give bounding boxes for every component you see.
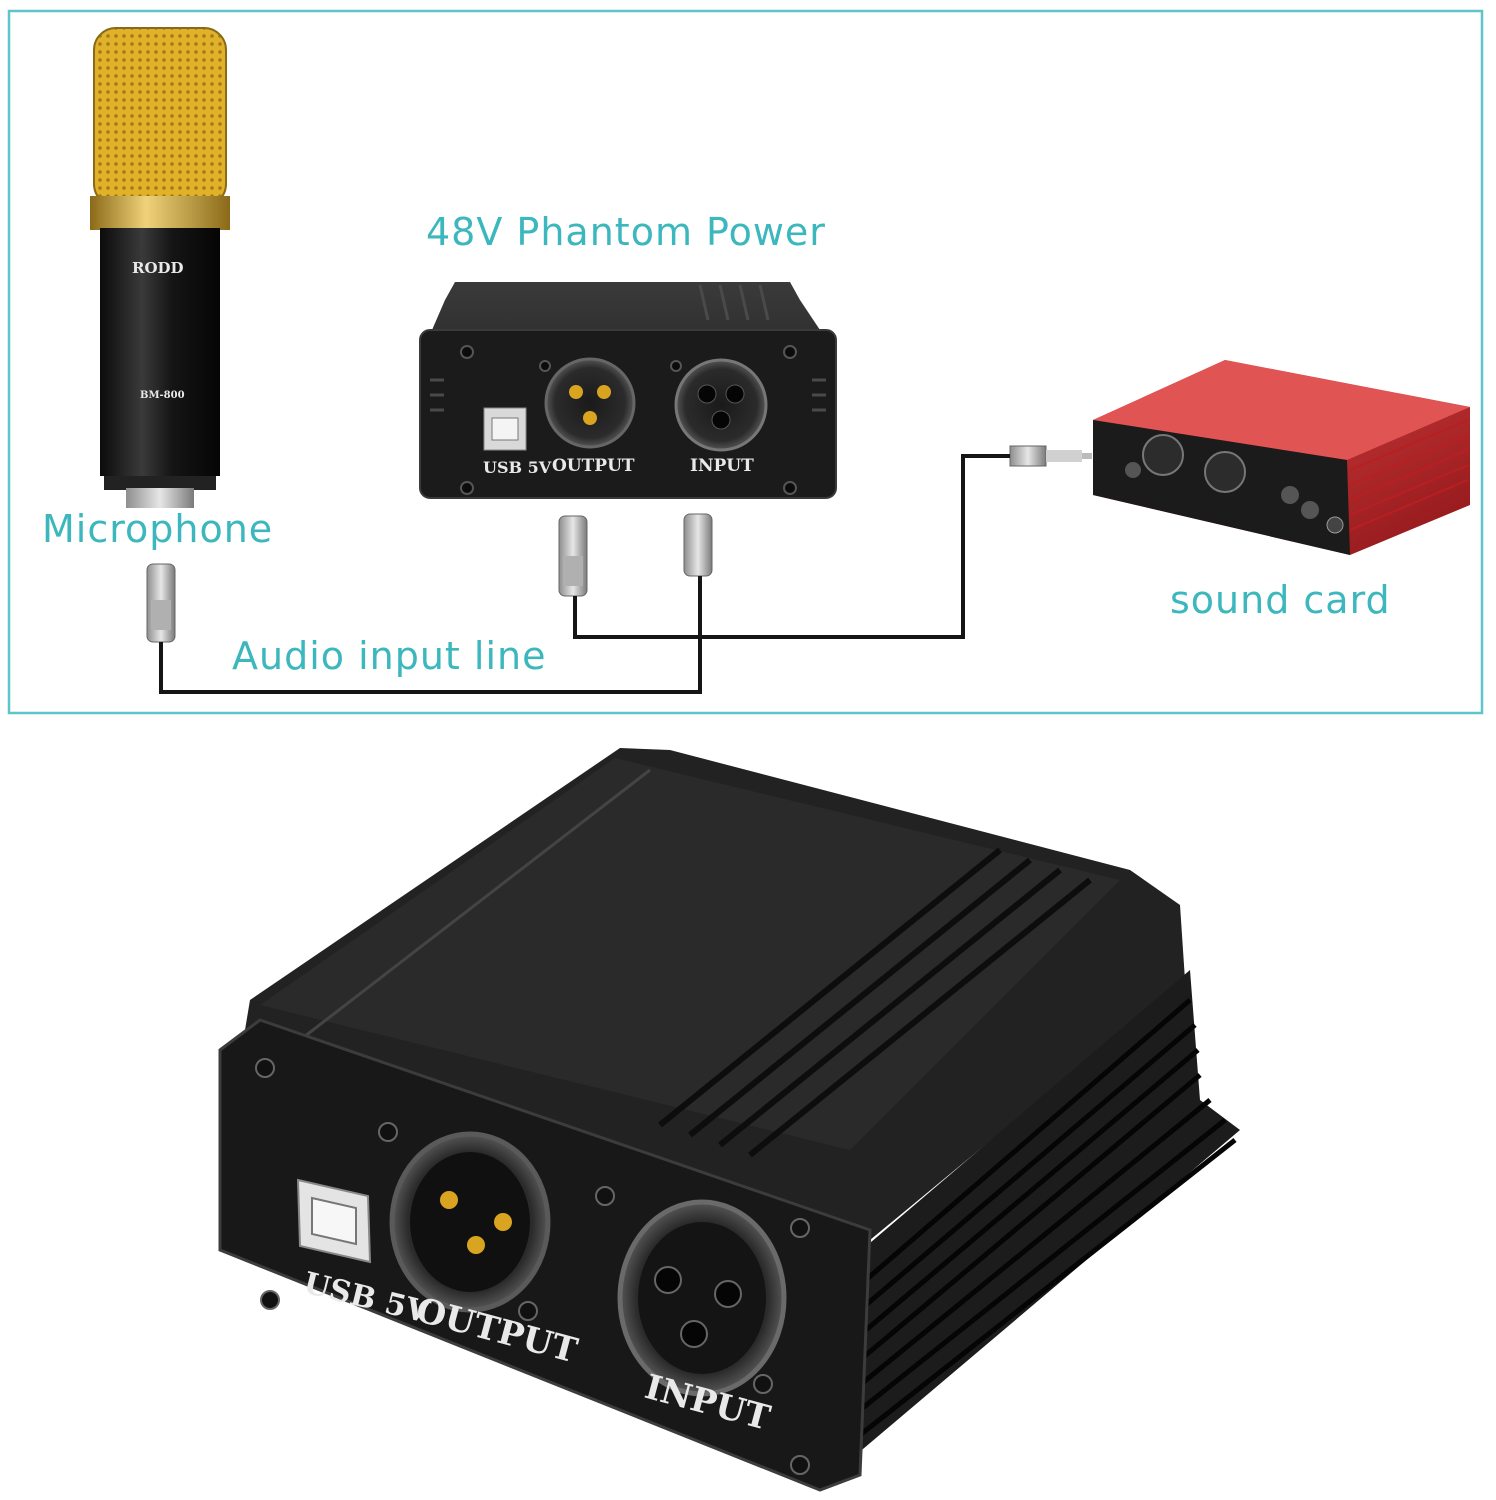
audio-input-line-label: Audio input line [232,634,547,678]
sound-card-label: sound card [1170,578,1391,622]
microphone-image [90,27,230,508]
small-input-port-label: INPUT [690,456,754,476]
xlr-connector-output [558,515,588,597]
xlr-connector-left [146,563,176,643]
xlr-connector-input [683,513,713,577]
phantom-power-box-image [419,282,837,499]
phantom-power-label: 48V Phantom Power [426,210,826,254]
audio-cables [159,454,1010,694]
small-usb-port-label: USB 5V [483,458,552,477]
mic-model-text: BM-800 [140,390,185,401]
microphone-label: Microphone [42,507,274,551]
small-output-port-label: OUTPUT [552,456,635,476]
phantom-power-box-large-image [218,748,1240,1492]
mic-brand-text: RODD [132,259,184,277]
diagram-panel-border [7,9,1484,715]
jack-plug-connector [1009,445,1092,467]
sound-card-image [1093,360,1470,555]
